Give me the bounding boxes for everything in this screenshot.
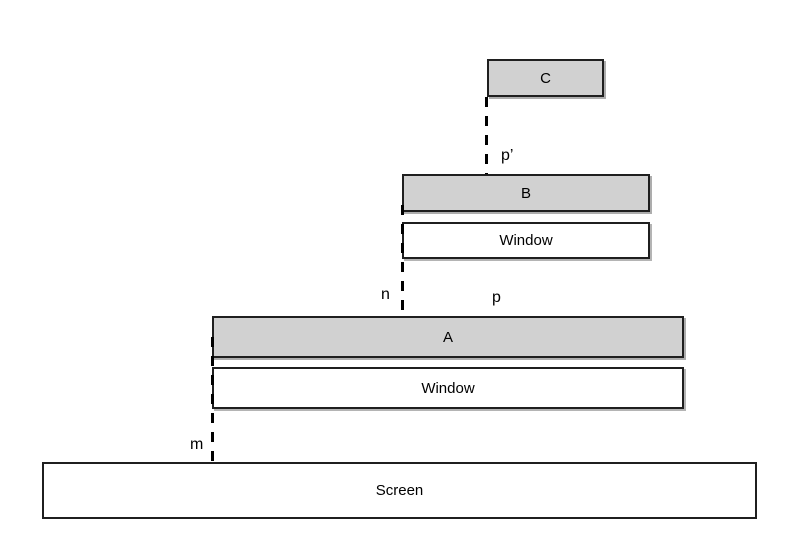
box-c: C [487,59,604,97]
annotation-p-prime: p’ [501,147,514,164]
box-a: A [212,316,684,358]
annotation-n: n [381,286,390,303]
box-b: B [402,174,650,212]
box-b-window: Window [402,222,650,259]
annotation-p: p [492,289,501,306]
connector-dashed-line-p-prime [485,97,488,174]
box-a-label: A [442,328,453,346]
box-b-window-label: Window [499,232,553,249]
connector-dashed-line-m [211,337,214,462]
box-a-window: Window [212,367,684,409]
annotation-m: m [190,436,204,453]
connector-dashed-line-n [401,205,404,316]
box-a-window-label: Window [421,379,475,397]
box-screen-label: Screen [375,482,424,499]
box-screen: Screen [42,462,757,519]
box-b-label: B [520,184,531,202]
box-c-label: C [540,69,551,87]
